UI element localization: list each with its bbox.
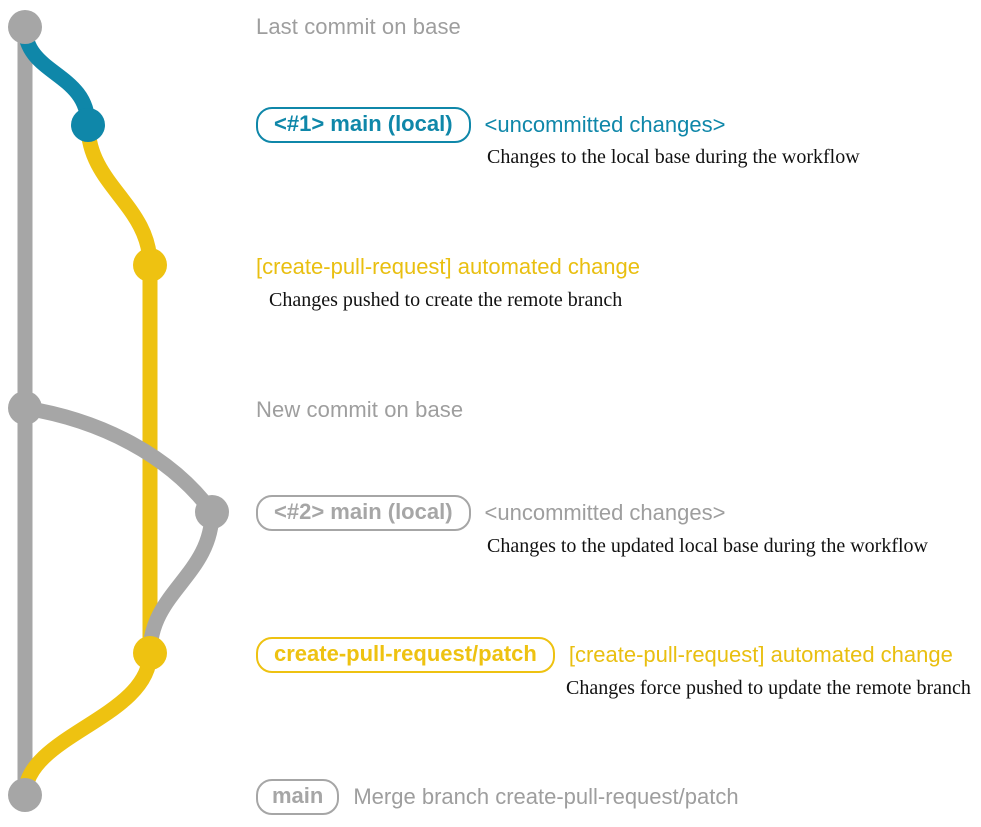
- ref-badge-main-local-2[interactable]: <#2> main (local): [256, 495, 471, 531]
- commit-node-patch-2[interactable]: [133, 636, 167, 670]
- row-patch-2: create-pull-request/patch [create-pull-r…: [256, 637, 953, 673]
- commit-node-new-commit-on-base[interactable]: [8, 391, 42, 425]
- commit-subject-patch-2: [create-pull-request] automated change: [568, 642, 953, 667]
- commit-description-local-1: Changes to the local base during the wor…: [487, 146, 860, 168]
- commit-node-merge[interactable]: [8, 778, 42, 812]
- commit-subject-patch-1: [create-pull-request] automated change: [256, 254, 641, 279]
- edge-base-new-to-local-2: [17, 400, 220, 520]
- commit-subject-new-commit-on-base: New commit on base: [256, 397, 464, 422]
- edge-local-2-to-patch-2: [142, 504, 220, 661]
- commit-description-patch-2: Changes force pushed to update the remot…: [566, 677, 971, 699]
- commit-node-local-2[interactable]: [195, 495, 229, 529]
- ref-badge-main[interactable]: main: [256, 779, 340, 815]
- commit-node-last-commit-on-base[interactable]: [8, 10, 42, 44]
- commit-node-local-1[interactable]: [71, 108, 105, 142]
- row-new-commit-on-base: New commit on base: [256, 397, 463, 423]
- commit-description-local-2: Changes to the updated local base during…: [487, 535, 928, 557]
- row-local-2: <#2> main (local) <uncommitted changes>: [256, 495, 725, 531]
- commit-subject-local-2: <uncommitted changes>: [484, 500, 726, 525]
- row-local-1: <#1> main (local) <uncommitted changes>: [256, 107, 725, 143]
- commit-subject-local-1: <uncommitted changes>: [484, 112, 726, 137]
- ref-badge-create-pull-request-patch[interactable]: create-pull-request/patch: [256, 637, 555, 673]
- edge-patch-2-to-merge: [17, 645, 158, 803]
- row-last-commit-on-base: Last commit on base: [256, 14, 461, 40]
- row-merge: main Merge branch create-pull-request/pa…: [256, 779, 739, 815]
- edge-local-1-to-patch-1: [80, 117, 158, 273]
- row-patch-1: [create-pull-request] automated change: [256, 254, 640, 280]
- commit-subject-last-commit-on-base: Last commit on base: [256, 14, 461, 39]
- commit-subject-merge: Merge branch create-pull-request/patch: [353, 784, 739, 809]
- ref-badge-main-local-1[interactable]: <#1> main (local): [256, 107, 471, 143]
- commit-node-patch-1[interactable]: [133, 248, 167, 282]
- commit-description-patch-1: Changes pushed to create the remote bran…: [269, 289, 623, 311]
